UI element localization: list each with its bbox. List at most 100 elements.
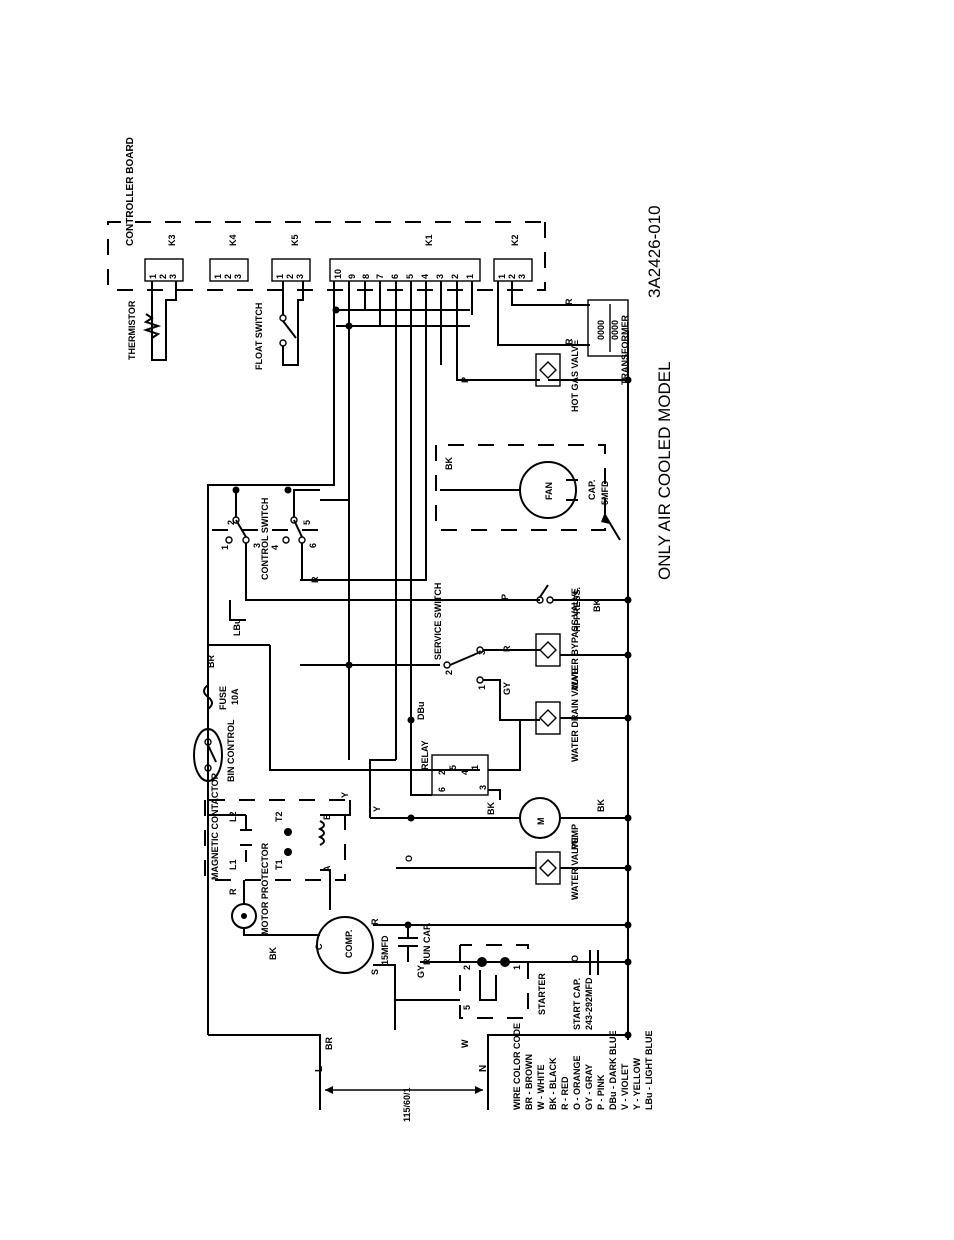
line-n-label: N [478,1065,489,1072]
legend-entry: BK - BLACK [548,1057,558,1110]
magnetic-contactor: MAGNETIC CONTACTOR L1 L2 T1 T2 A B Y R [204,772,351,910]
controller-board: CONTROLLER BOARD K3 1 2 3 K4 1 2 3 K5 1 … [107,137,546,291]
wire-label-r: R [564,338,574,345]
fan-cap-label: CAP. [587,480,597,500]
motor-protector: MOTOR PROTECTOR BK [231,842,320,960]
relay-term-1: 1 [470,765,480,770]
legend-entry: Y - YELLOW [632,1057,642,1110]
k5-pin-2: 2 [285,274,295,279]
start-cap-value: 243-292MFD [584,977,594,1030]
starter-label: STARTER [537,973,547,1015]
fuse: FUSE 10A BR [203,655,240,710]
cs-term-3: 3 [252,543,262,548]
connector-k1-label: K1 [424,234,434,246]
relay-term-6: 6 [437,787,447,792]
k3-pin-1: 1 [148,274,158,279]
wire-label-bk: BK [268,947,278,960]
legend-entry: P - PINK [596,1074,606,1110]
wire-label-r: R [502,645,512,652]
wire-label-o: O [570,955,580,962]
wire-label-bk: BK [592,599,602,612]
wire-label-y: Y [340,792,350,798]
magnetic-contactor-label: MAGNETIC CONTACTOR [210,772,220,880]
transformer-label: TRANSFORMER [620,315,630,385]
contactor-term-l2: L2 [228,811,238,822]
cs-term-1: 1 [220,545,230,550]
legend-entry: GY - GRAY [584,1064,594,1110]
wire-label-p: P [460,377,470,383]
neutral-bus-nodes [624,376,632,1039]
comp-term-c: C [314,943,324,950]
cs-term-5: 5 [302,520,312,525]
wire-label-bk: BK [486,802,496,815]
compressor-label: COMP. [344,930,354,958]
water-bypass-valve: WATER BYPASS VALVE HI-PRESS. [535,587,632,690]
wire-label-p: P [500,594,510,600]
ss-term-1: 1 [477,685,487,690]
line-l-label: L [314,1066,325,1072]
k1-pin-6: 6 [390,274,400,279]
hot-gas-valve-label: HOT GAS VALVE [570,340,580,412]
k4-pin-2: 2 [223,274,233,279]
k4-pin-3: 3 [233,274,243,279]
control-switch: 1 2 3 4 5 6 CONTROL SWITCH R [212,486,540,601]
hi-press-switch: P BK [500,584,628,612]
k5-pin-3: 3 [295,274,305,279]
connector-k3: K3 1 2 3 [144,234,184,282]
bin-control: BIN CONTROL [193,719,236,782]
hot-gas-valve: HOT GAS VALVE P [460,340,628,412]
pump-label: PUMP [570,824,580,850]
starter: STARTER 2 1 5 O START CAP. 243-292MFD [395,944,628,1030]
cs-term-4: 4 [270,545,280,550]
water-valve-label: WATER VALVE [570,837,580,900]
fan-motor: FAN CAP. 5MFD BK ONLY AIR COOLED MODEL [435,361,674,580]
wire-label-bk: BK [444,457,454,470]
k1-pin-4: 4 [420,274,430,279]
connector-k5: K5 1 2 3 [271,234,311,282]
connector-k4: K4 1 2 3 [209,234,249,282]
wire-label-lbu: LBu [232,619,242,637]
legend-entry: BR - BROWN [524,1054,534,1110]
contactor-term-a: A [322,865,332,872]
k3-pin-3: 3 [168,274,178,279]
wire-label-br: BR [206,655,216,668]
connector-k2: K2 1 2 3 [493,234,533,282]
starter-term-1: 1 [512,965,522,970]
wire-label-dbu: DBu [416,702,426,721]
control-switch-label: CONTROL SWITCH [260,498,270,580]
k2-wiring [497,281,590,346]
start-cap-label: START CAP. [572,978,582,1030]
thermistor: THERMISTOR [127,281,177,361]
legend-entry: R - RED [560,1076,570,1110]
svg-text:0000: 0000 [610,320,620,340]
controller-board-label: CONTROLLER BOARD [125,137,136,246]
k4-pin-1: 1 [213,274,223,279]
connector-k1: K1 10 9 8 7 6 5 4 3 2 1 [329,234,481,282]
starter-term-5: 5 [462,1005,472,1010]
k1-pin-3: 3 [435,274,445,279]
comp-term-r: R [370,918,380,925]
wire-label-gy: GY [416,965,426,978]
wire-color-legend: WIRE COLOR CODE BR - BROWN W - WHITE BK … [512,1023,654,1110]
wire-label-y: Y [372,806,382,812]
water-bypass-valve-label: WATER BYPASS VALVE [570,588,580,690]
legend-entry: W - WHITE [536,1065,546,1111]
relay-label: RELAY [420,740,430,770]
wire-label-r: R [564,298,574,305]
comp-term-s: S [370,969,380,975]
k1-pin-7: 7 [375,274,385,279]
connector-k2-label: K2 [510,234,520,246]
wire-label-bk: BK [596,799,606,812]
contactor-term-b: B [322,813,332,820]
wire-label-o: O [404,855,414,862]
wire-label-w: W [460,1039,470,1048]
legend-entry: V - VIOLET [620,1063,630,1110]
float-switch-label: FLOAT SWITCH [254,303,264,370]
k1-pin-10: 10 [333,269,343,279]
relay-term-3: 3 [478,785,488,790]
legend-entry: DBu - DARK BLUE [608,1031,618,1111]
water-drain-valve: WATER DRAIN VALVE [535,668,632,762]
k1-pin-9: 9 [347,274,357,279]
